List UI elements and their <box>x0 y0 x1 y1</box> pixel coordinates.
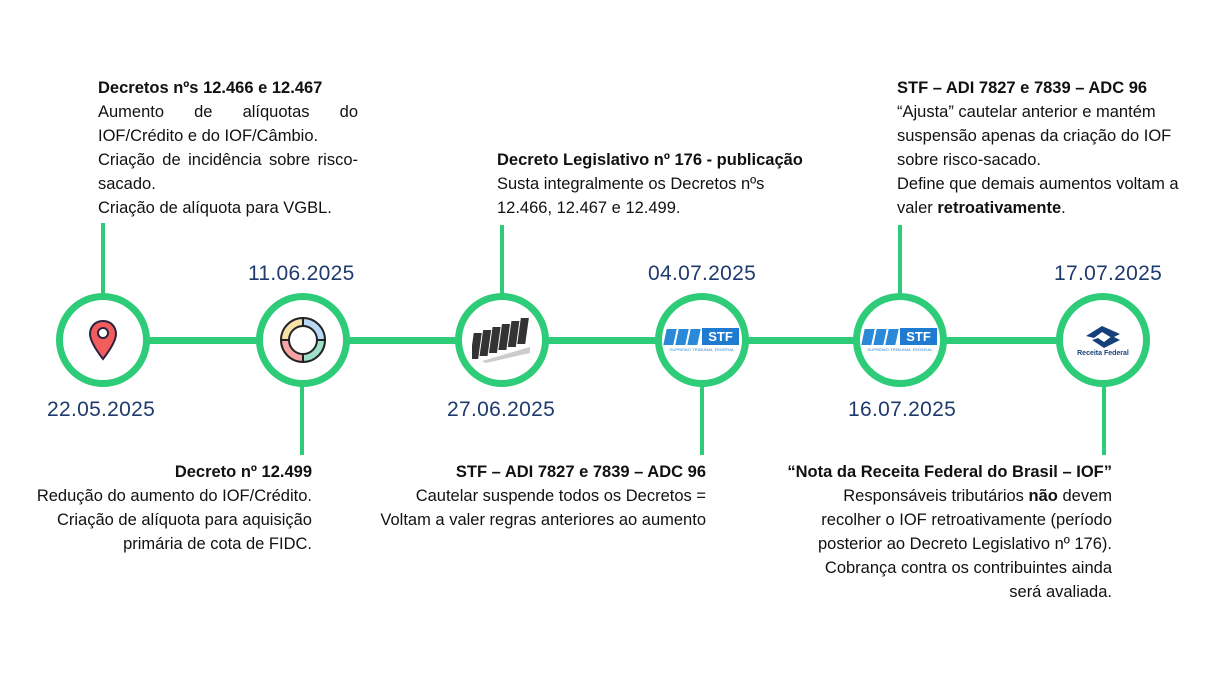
event-title: Decreto nº 12.499 <box>174 463 312 481</box>
event-date: 22.05.2025 <box>47 398 156 421</box>
timeline-axis <box>103 337 1103 344</box>
event-line: Redução do aumento do IOF/Crédito. <box>36 487 312 505</box>
map-pin-icon <box>88 319 118 361</box>
event-line: Susta integralmente os Decretos nºs 12.4… <box>497 175 765 217</box>
connector <box>1102 385 1106 455</box>
event-date: 27.06.2025 <box>447 398 556 421</box>
event-line: Define que demais aumentos voltam a vale… <box>897 175 1179 217</box>
event-node <box>256 293 350 387</box>
connector <box>700 385 704 455</box>
event-description: STF – ADI 7827 e 7839 – ADC 96 Cautelar … <box>380 460 706 532</box>
event-node <box>56 293 150 387</box>
event-description: Decreto nº 12.499 Redução do aumento do … <box>0 460 312 556</box>
event-title: Decreto Legislativo nº 176 - publicação <box>497 151 803 169</box>
connector <box>101 223 105 295</box>
event-line: Criação de alíquota para aquisição primá… <box>56 511 312 553</box>
event-date: 17.07.2025 <box>1054 262 1163 285</box>
event-description: Decreto Legislativo nº 176 - publicação … <box>497 148 807 220</box>
event-node: Receita Federal <box>1056 293 1150 387</box>
event-title: STF – ADI 7827 e 7839 – ADC 96 <box>455 463 706 481</box>
event-line: . <box>1061 199 1066 217</box>
event-line: Responsáveis tributários <box>843 487 1024 505</box>
event-description: “Nota da Receita Federal do Brasil – IOF… <box>770 460 1112 604</box>
event-node <box>455 293 549 387</box>
connector <box>300 385 304 455</box>
event-line-emphasis: retroativamente <box>937 199 1062 217</box>
event-date: 16.07.2025 <box>848 398 957 421</box>
event-line: Criação de incidência sobre risco-sacado… <box>98 151 358 193</box>
event-title: STF – ADI 7827 e 7839 – ADC 96 <box>897 79 1148 97</box>
connector <box>500 225 504 295</box>
event-line-emphasis: não <box>1028 487 1058 505</box>
event-line: “Ajusta” cautelar anterior e mantém susp… <box>897 103 1172 169</box>
event-description: STF – ADI 7827 e 7839 – ADC 96 “Ajusta” … <box>897 76 1212 220</box>
stf-logo-icon: STF SUPREMO TRIBUNAL FEDERAL <box>861 328 937 352</box>
event-line: Criação de alíquota para VGBL. <box>98 199 332 217</box>
event-line: devem recolher o IOF retroativamente (pe… <box>817 487 1112 553</box>
event-line: Aumento de alíquotas do IOF/Crédito e do… <box>98 103 358 145</box>
event-node: STF SUPREMO TRIBUNAL FEDERAL <box>655 293 749 387</box>
connector <box>898 225 902 295</box>
event-title: Decretos nºs 12.466 e 12.467 <box>98 79 323 97</box>
event-date: 11.06.2025 <box>248 262 355 285</box>
cycle-arrows-icon <box>279 316 327 364</box>
event-node: STF SUPREMO TRIBUNAL FEDERAL <box>853 293 947 387</box>
event-line: Cobrança contra os contribuintes ainda s… <box>824 559 1112 601</box>
stf-logo-icon: STF SUPREMO TRIBUNAL FEDERAL <box>663 328 739 352</box>
receita-federal-logo-icon: Receita Federal <box>1077 324 1129 357</box>
event-description: Decretos nºs 12.466 e 12.467 Aumento de … <box>98 76 358 220</box>
event-title: “Nota da Receita Federal do Brasil – IOF… <box>787 463 1112 481</box>
event-line: Cautelar suspende todos os Decretos = Vo… <box>380 487 706 529</box>
domino-icon <box>472 318 530 363</box>
event-date: 04.07.2025 <box>648 262 757 285</box>
